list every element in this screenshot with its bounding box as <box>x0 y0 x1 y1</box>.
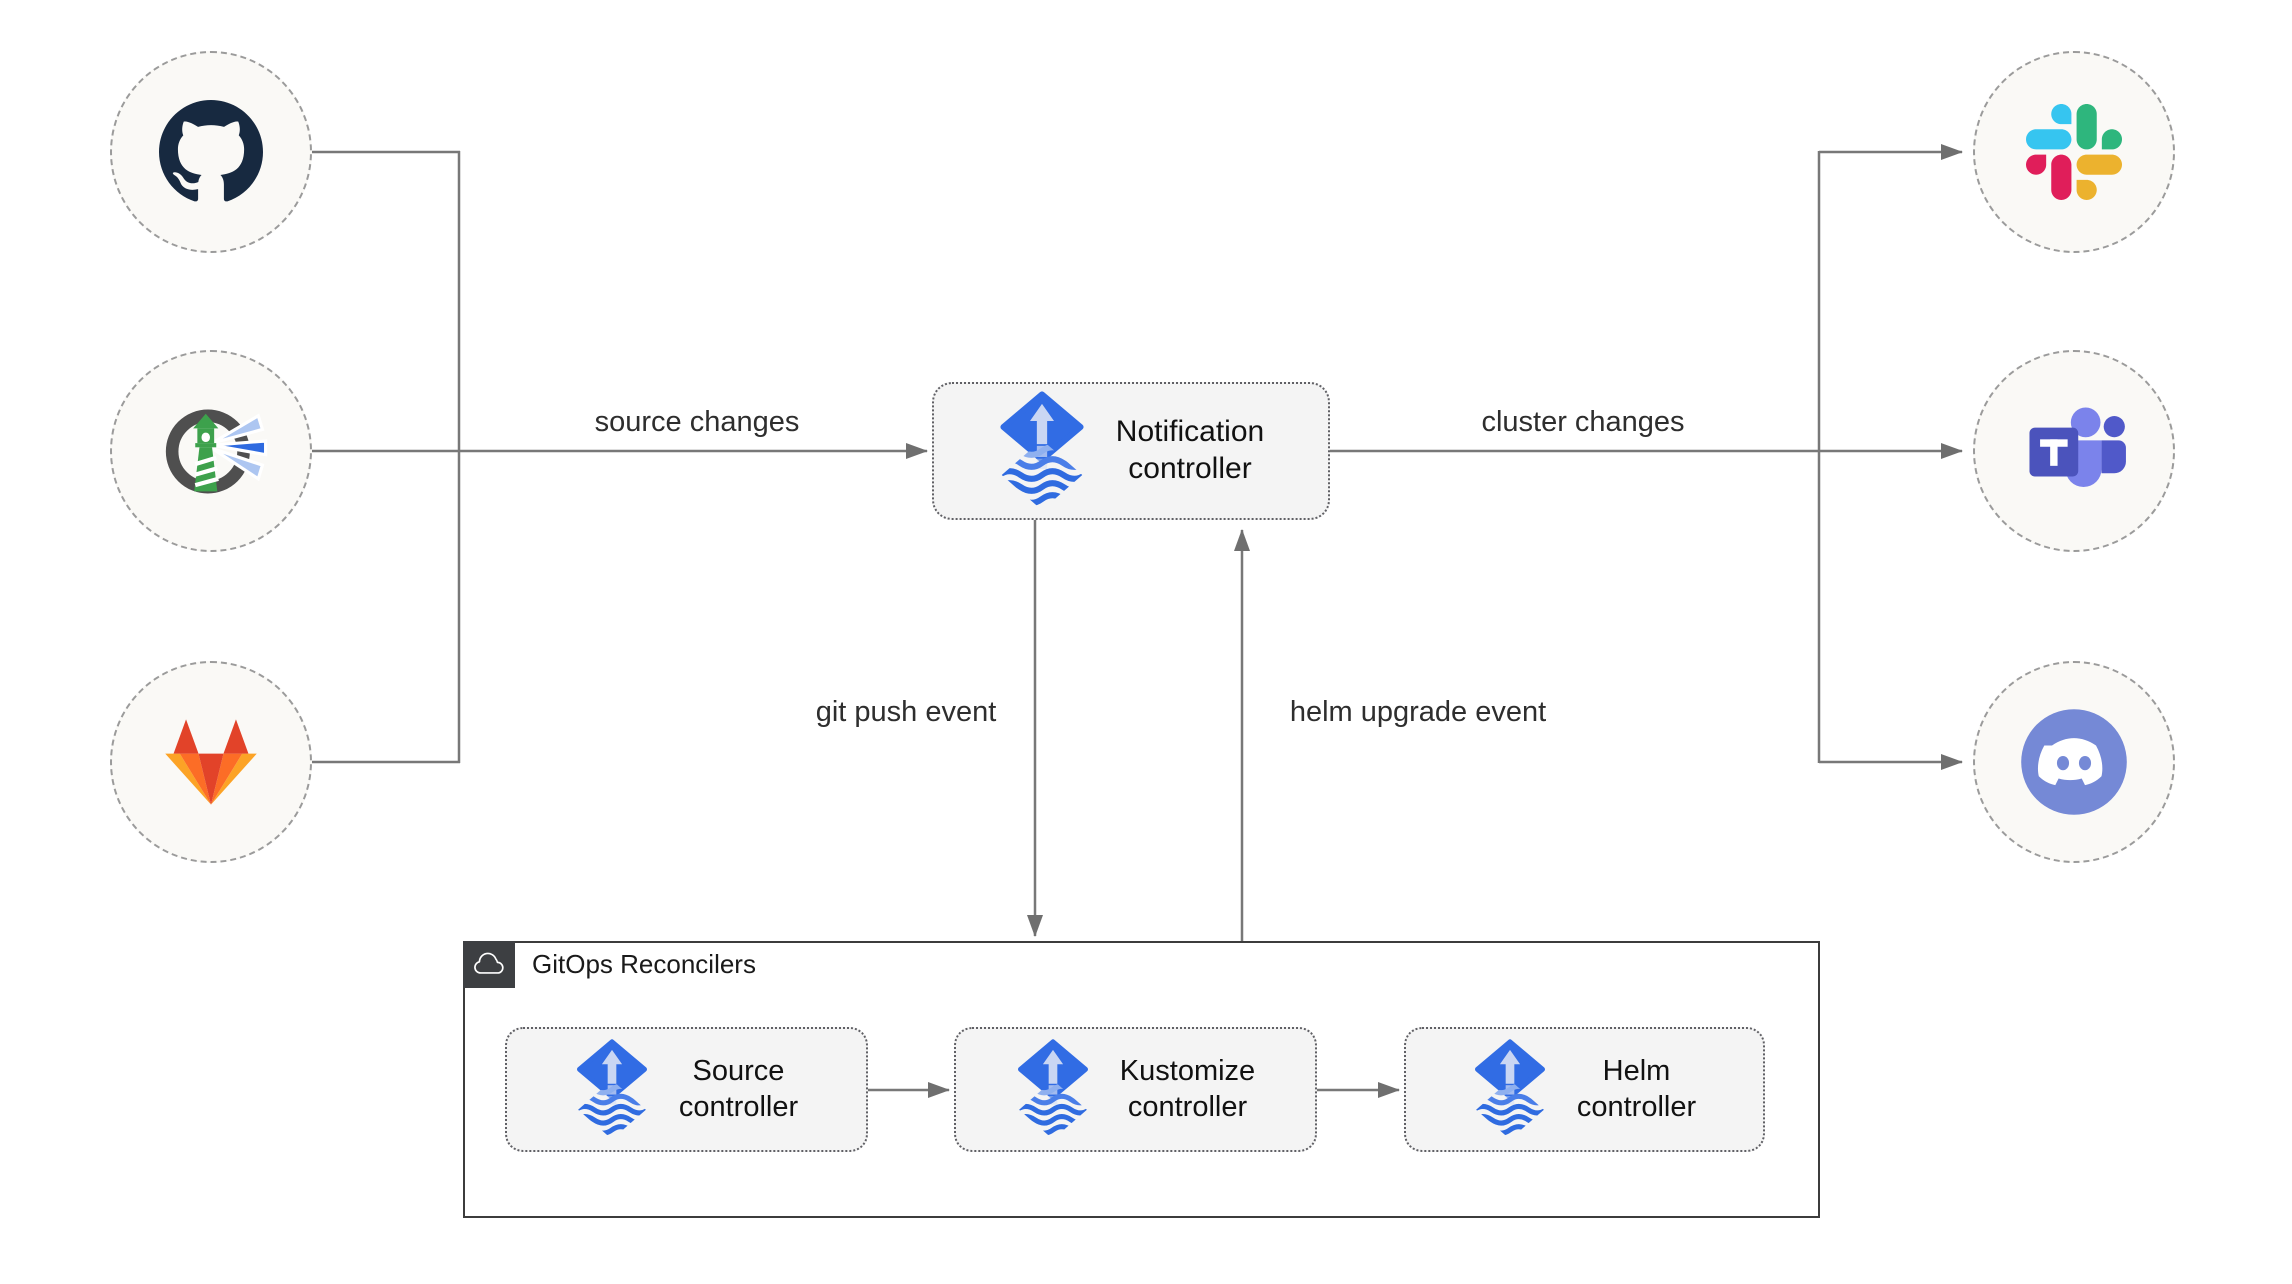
gitops-reconcilers-group <box>463 941 1820 1218</box>
target-node-slack <box>1973 51 2175 253</box>
group-label: GitOps Reconcilers <box>532 949 756 979</box>
notification-controller-node: Notification controller <box>932 382 1330 520</box>
source-controller-label: Source controller <box>678 1055 799 1123</box>
discord-icon <box>2019 707 2129 817</box>
helm-controller-node: Helm controller <box>1404 1027 1765 1152</box>
kustomize-controller-label: Kustomize controller <box>1119 1055 1256 1123</box>
source-controller-node: Source controller <box>505 1027 868 1152</box>
source-node-gitlab <box>110 661 312 863</box>
harbor-icon <box>153 399 269 504</box>
edge-label-cluster-changes: cluster changes <box>1481 406 1685 438</box>
flux-icon <box>1473 1039 1547 1140</box>
kustomize-controller-node: Kustomize controller <box>954 1027 1317 1152</box>
gitlab-icon <box>159 715 263 809</box>
flux-icon <box>575 1039 649 1140</box>
slack-icon <box>2026 104 2122 200</box>
flux-icon <box>1016 1039 1090 1140</box>
teams-icon <box>2021 398 2127 504</box>
edge-label-git-push-event: git push event <box>815 696 997 728</box>
github-icon <box>159 100 263 204</box>
helm-controller-label: Helm controller <box>1576 1055 1697 1123</box>
target-node-discord <box>1973 661 2175 863</box>
target-node-teams <box>1973 350 2175 552</box>
source-node-harbor <box>110 350 312 552</box>
source-node-github <box>110 51 312 253</box>
notification-controller-label: Notification controller <box>1115 415 1265 485</box>
edge-label-source-changes: source changes <box>594 406 800 438</box>
cloud-icon <box>471 952 507 977</box>
edge-label-helm-upgrade-event: helm upgrade event <box>1289 696 1547 728</box>
group-badge <box>463 941 515 988</box>
flux-icon <box>998 391 1086 511</box>
